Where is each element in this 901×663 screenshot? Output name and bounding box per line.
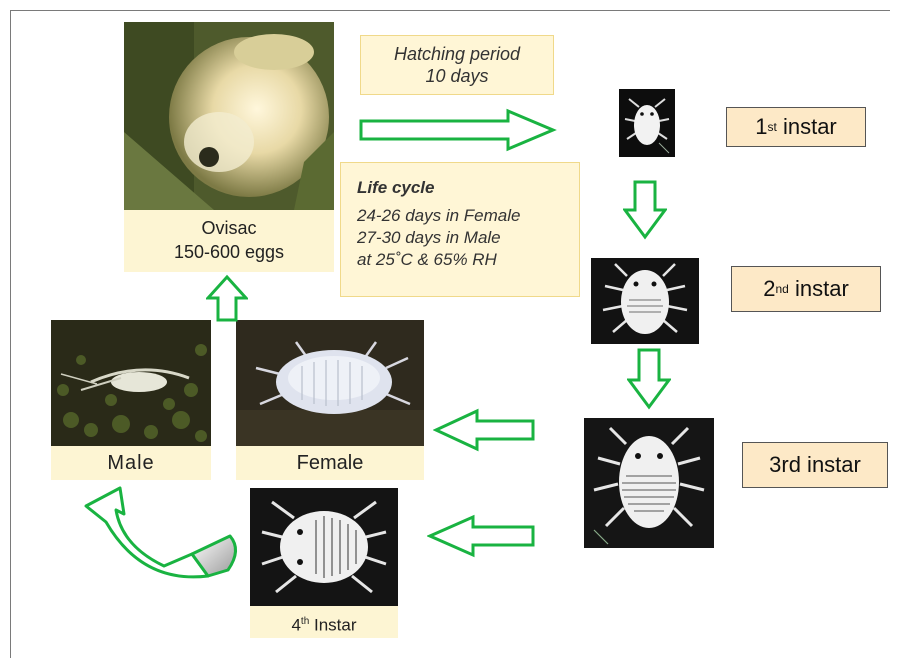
male-caption: Male: [51, 446, 211, 480]
fourth-instar-text: Instar: [314, 616, 357, 635]
first-instar-suffix: st: [767, 120, 776, 134]
fourth-instar-suffix: th: [301, 616, 309, 627]
first-instar-text: instar: [783, 114, 837, 140]
arrow-right: [358, 108, 558, 152]
female-label: Female: [297, 452, 364, 474]
ovisac-label: Ovisac: [124, 216, 334, 240]
third-instar-image: [584, 418, 714, 548]
hatching-period-note: Hatching period 10 days: [360, 35, 554, 95]
fourth-instar-caption: 4th Instar: [250, 606, 398, 638]
hatching-label: Hatching period: [361, 43, 553, 65]
second-instar-suffix: nd: [775, 282, 788, 296]
arrow-left-female: [433, 408, 537, 452]
ovisac-egg-count: 150-600 eggs: [124, 240, 334, 264]
third-instar-text: 3rd instar: [769, 452, 861, 478]
female-caption: Female: [236, 446, 424, 480]
arrow-down-1: [623, 180, 667, 240]
fourth-instar-number: 4: [291, 616, 300, 635]
arrow-down-2: [627, 348, 671, 410]
life-cycle-female: 24-26 days in Female: [357, 205, 579, 227]
first-instar-label: 1st instar: [726, 107, 866, 147]
male-photo: [51, 320, 211, 446]
life-cycle-male: 27-30 days in Male: [357, 227, 579, 249]
male-label: Male: [107, 452, 154, 474]
life-cycle-note: Life cycle 24-26 days in Female 27-30 da…: [340, 162, 580, 297]
third-instar-label: 3rd instar: [742, 442, 888, 488]
second-instar-label: 2nd instar: [731, 266, 881, 312]
ovisac-photo: [124, 22, 334, 210]
first-instar-number: 1: [755, 114, 767, 140]
female-photo: [236, 320, 424, 446]
second-instar-image: [591, 258, 699, 344]
fourth-instar-image: [250, 488, 398, 606]
hatching-duration: 10 days: [361, 65, 553, 87]
curved-arrow: [82, 484, 250, 594]
arrow-up: [206, 274, 248, 322]
life-cycle-title: Life cycle: [357, 177, 579, 199]
first-instar-image: [619, 89, 675, 157]
ovisac-caption: Ovisac 150-600 eggs: [124, 210, 334, 272]
arrow-left-fourth: [427, 514, 537, 558]
second-instar-text: instar: [795, 276, 849, 302]
life-cycle-conditions: at 25˚C & 65% RH: [357, 249, 579, 271]
second-instar-number: 2: [763, 276, 775, 302]
